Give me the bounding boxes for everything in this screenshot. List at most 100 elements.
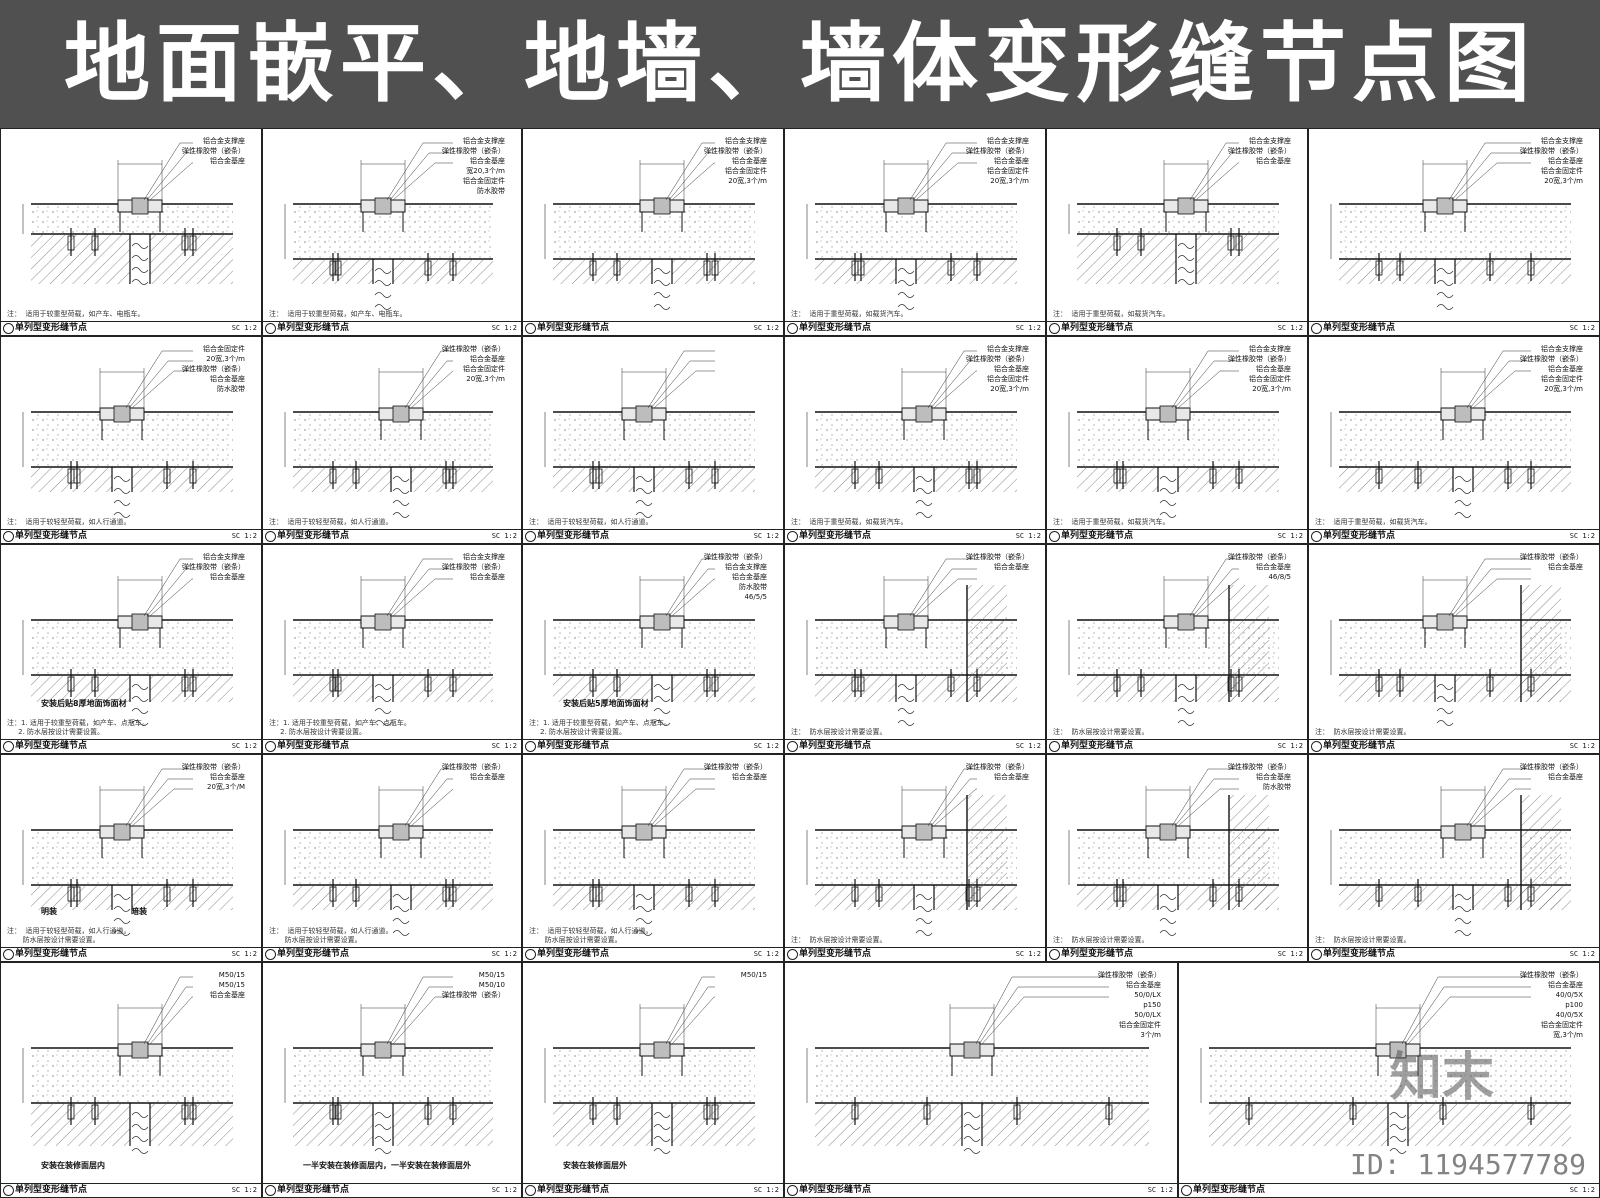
detail-scale: SC 1:2 (491, 1186, 517, 1194)
detail-title: 单列型变形缝节点 (537, 1185, 610, 1195)
callout-label: 铝合金基座 (210, 573, 245, 581)
callout-label: 20宽,3个/m (728, 177, 767, 185)
callout-label: 弹性橡胶带（嵌条） (1520, 147, 1583, 155)
detail-note: 注： 防水层按设计需要设置。 (791, 728, 887, 736)
detail-title: 单列型变形缝节点 (1323, 949, 1396, 959)
joint-detail-drawing (1068, 768, 1279, 936)
callout-label: M50/15 (740, 971, 767, 979)
detail-number-circle-icon (787, 1185, 798, 1196)
detail-number-circle-icon (3, 323, 14, 334)
callout-label: 46/8/5 (1268, 573, 1291, 581)
detail-drawing (22, 350, 233, 518)
joint-detail-drawing (22, 976, 233, 1154)
callout-label: 铝合金固定件 (987, 375, 1029, 383)
callout-label: 铝合金基座 (994, 773, 1029, 781)
detail-scale: SC 1:2 (1569, 532, 1595, 540)
detail-note: 注： 适用于较轻型荷载，如人行通道。 防水层按设计需要设置。 (529, 927, 653, 944)
detail-cell: 弹性橡胶带（嵌条）铝合金基座防水胶带注： 防水层按设计需要设置。单列型变形缝节点… (1046, 754, 1308, 962)
detail-title: 单列型变形缝节点 (1323, 323, 1396, 333)
callout-label: 铝合金基座 (994, 563, 1029, 571)
detail-number-circle-icon (1049, 741, 1060, 752)
callout-label: 铝合金基座 (1548, 981, 1583, 989)
detail-scale: SC 1:2 (1015, 532, 1041, 540)
callout-label: M50/10 (478, 981, 505, 989)
joint-detail-drawing (806, 558, 1017, 726)
detail-number-circle-icon (3, 741, 14, 752)
title-strip: 单列型变形缝节点 SC 1:2 (785, 529, 1045, 543)
callout-label: 铝合金基座 (470, 573, 505, 581)
joint-detail-drawing (22, 558, 233, 726)
callout-label: 铝合金基座 (1548, 563, 1583, 571)
callout-label: 弹性橡胶带（嵌条） (1520, 355, 1583, 363)
detail-scale: SC 1:2 (753, 950, 779, 958)
joint-detail-drawing (544, 350, 755, 518)
joint-detail-drawing (284, 350, 493, 518)
detail-note: 注： 适用于重型荷载，如载货汽车。 (791, 518, 908, 526)
detail-drawing (284, 350, 493, 518)
detail-title: 单列型变形缝节点 (1193, 1185, 1266, 1195)
detail-number-circle-icon (3, 531, 14, 542)
detail-scale: SC 1:2 (231, 742, 257, 750)
detail-scale: SC 1:2 (231, 950, 257, 958)
callout-label: 铝合金基座 (1256, 365, 1291, 373)
joint-detail-drawing (1068, 558, 1279, 726)
detail-note: 注： 防水层按设计需要设置。 (1053, 728, 1149, 736)
callout-label: 弹性橡胶带（嵌条） (182, 763, 245, 771)
detail-scale: SC 1:2 (1569, 1186, 1595, 1194)
callout-label: 20宽,3个/m (1544, 177, 1583, 185)
detail-scale: SC 1:2 (1015, 324, 1041, 332)
detail-number-circle-icon (1049, 949, 1060, 960)
detail-drawing (806, 768, 1017, 936)
detail-drawing (806, 142, 1017, 310)
detail-scale: SC 1:2 (1569, 950, 1595, 958)
detail-note: 注： 防水层按设计需要设置。 (1315, 728, 1411, 736)
callout-label: 20宽,3个/m (1544, 385, 1583, 393)
callout-label: 铝合金固定件 (1541, 167, 1583, 175)
callout-label: M50/15 (478, 971, 505, 979)
joint-detail-drawing (22, 350, 233, 518)
detail-drawing (1068, 350, 1279, 518)
detail-scale: SC 1:2 (491, 742, 517, 750)
detail-scale: SC 1:2 (1569, 742, 1595, 750)
detail-note: 注： 适用于较轻型荷载，如人行通道。 (7, 518, 131, 526)
detail-drawing (1068, 768, 1279, 936)
detail-number-circle-icon (1311, 531, 1322, 542)
callout-label: 50/0/LX (1134, 1011, 1161, 1019)
callout-label: 铝合金支撑座 (463, 137, 505, 145)
detail-caption: 暗装 (131, 907, 147, 916)
detail-number-circle-icon (265, 531, 276, 542)
detail-scale: SC 1:2 (1015, 950, 1041, 958)
callout-label: 弹性橡胶带（嵌条） (966, 763, 1029, 771)
detail-scale: SC 1:2 (753, 1186, 779, 1194)
joint-detail-drawing (284, 142, 493, 310)
callout-label: 弹性橡胶带（嵌条） (704, 763, 767, 771)
detail-number-circle-icon (525, 531, 536, 542)
detail-scale: SC 1:2 (1277, 950, 1303, 958)
detail-drawing (544, 768, 755, 936)
detail-caption: 明装 (41, 907, 57, 916)
callout-label: 铝合金基座 (732, 773, 767, 781)
detail-title: 单列型变形缝节点 (799, 531, 872, 541)
detail-number-circle-icon (1311, 949, 1322, 960)
detail-drawing (544, 976, 755, 1154)
detail-note: 注： 防水层按设计需要设置。 (791, 936, 887, 944)
detail-scale: SC 1:2 (753, 742, 779, 750)
callout-label: 铝合金基座 (210, 991, 245, 999)
callout-label: 铝合金固定件 (1249, 375, 1291, 383)
callout-label: 弹性橡胶带（嵌条） (182, 563, 245, 571)
callout-label: 防水胶带 (739, 583, 767, 591)
callout-label: 弹性橡胶带（嵌条） (442, 563, 505, 571)
callout-label: M50/15 (218, 981, 245, 989)
callout-label: 铝合金基座 (1548, 365, 1583, 373)
detail-drawing (284, 142, 493, 310)
detail-note: 注： 适用于较轻型荷载，如人行通道。 防水层按设计需要设置。 (269, 927, 393, 944)
